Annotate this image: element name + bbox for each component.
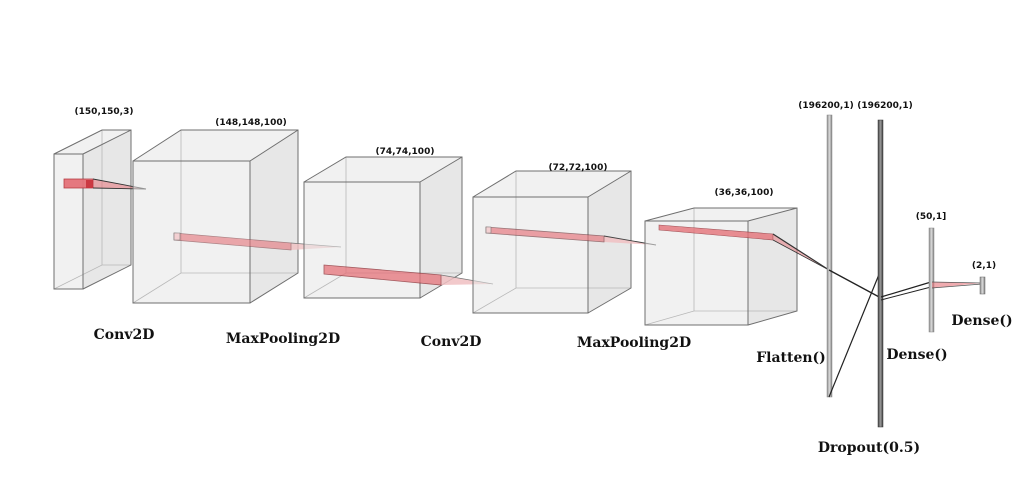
dropout-bar: [877, 119, 932, 428]
shape-label-2: (148,148,100): [215, 118, 286, 128]
layer-label-3: Conv2D: [421, 334, 482, 350]
layer-2-volume: [132, 129, 299, 304]
layer-4-kernel: [485, 226, 657, 246]
shape-label-4: (72,72,100): [549, 163, 608, 173]
layer-label-9: Dense(): [951, 313, 1012, 329]
layer-label-6: Flatten(): [756, 350, 826, 366]
shape-label-6: (196200,1): [798, 101, 853, 111]
layer-5-kernel: [658, 224, 830, 271]
layer-label-4: MaxPooling2D: [577, 335, 691, 351]
shape-label-7: (196200,1): [857, 101, 912, 111]
layer-label-8: Dense(): [886, 347, 947, 363]
shape-label-8: (50,1]: [916, 212, 946, 222]
layer-1-volume: [53, 129, 132, 290]
layer-label-7: Dropout(0.5): [818, 440, 920, 456]
dense-2-bar: [979, 276, 986, 295]
shape-label-9: (2,1): [972, 261, 996, 271]
flatten-bar: [826, 114, 882, 398]
dense-50-bar: [928, 227, 983, 333]
shape-label-5: (36,36,100): [715, 188, 774, 198]
shape-label-1: (150,150,3): [75, 107, 134, 117]
layer-3-kernel: [323, 264, 494, 286]
shape-label-3: (74,74,100): [376, 147, 435, 157]
layer-label-2: MaxPooling2D: [226, 331, 340, 347]
layer-label-1: Conv2D: [94, 327, 155, 343]
